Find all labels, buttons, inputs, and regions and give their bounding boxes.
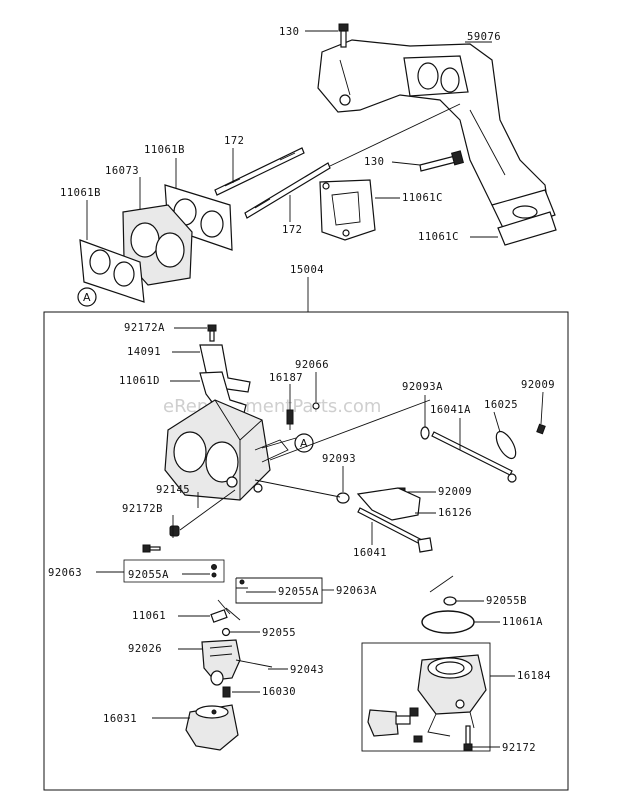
washer-92093	[336, 492, 350, 504]
bolt-130-top	[338, 23, 349, 48]
intake-manifold	[317, 39, 556, 233]
label-172-bottom: 172	[282, 224, 302, 236]
stud-172-bottom	[244, 162, 331, 219]
screw-92009-top	[536, 423, 546, 435]
part-92066	[312, 402, 320, 410]
screw-16030	[222, 686, 231, 698]
label-92055: 92055	[262, 627, 296, 639]
label-16041a: 16041A	[430, 404, 471, 416]
label-92026: 92026	[128, 643, 162, 655]
label-16030: 16030	[262, 686, 296, 698]
label-14091: 14091	[127, 346, 161, 358]
float-chamber-16031	[185, 704, 239, 751]
label-11061d: 11061D	[119, 375, 160, 387]
label-92055b: 92055B	[486, 595, 527, 607]
bolt-130-mid	[419, 150, 464, 172]
jet-92055a-right	[239, 579, 245, 585]
screw-92172b	[142, 544, 161, 553]
gasket-11061d	[199, 371, 247, 414]
label-92172a: 92172A	[124, 322, 165, 334]
throttle-plate-16025	[495, 430, 517, 460]
label-92055a-right: 92055A	[278, 586, 319, 598]
label-11061b-upper: 11061B	[144, 144, 185, 156]
spring-92145	[169, 525, 180, 537]
label-11061c-mid: 11061C	[402, 192, 443, 204]
label-16184: 16184	[517, 670, 551, 682]
label-92066: 92066	[295, 359, 329, 371]
washer-92093a	[420, 426, 430, 440]
label-92093: 92093	[322, 453, 356, 465]
screw-92172a	[207, 324, 217, 342]
gasket-11061b-lower	[79, 239, 145, 303]
label-11061a: 11061A	[502, 616, 543, 628]
ref-marker-a-top	[77, 287, 97, 307]
shaft-16041a	[431, 431, 517, 483]
ref-marker-a-top-label: A	[83, 291, 91, 304]
bowl-16184	[417, 654, 487, 737]
label-16041: 16041	[353, 547, 387, 559]
jet-92055a-left	[211, 564, 217, 570]
label-11061c-bot: 11061C	[418, 231, 459, 243]
label-16126: 16126	[438, 507, 472, 519]
solenoid-16184	[367, 707, 423, 743]
label-15004: 15004	[290, 264, 324, 276]
label-16031: 16031	[103, 713, 137, 725]
label-11061b-lower: 11061B	[60, 187, 101, 199]
washer-92055b	[443, 596, 457, 606]
label-92063a: 92063A	[336, 585, 377, 597]
gasket-11061	[210, 609, 228, 623]
oring-11061a	[421, 610, 475, 634]
group-92063-bracket	[123, 559, 225, 583]
label-92172b: 92172B	[122, 503, 163, 515]
label-92145: 92145	[156, 484, 190, 496]
label-16073: 16073	[105, 165, 139, 177]
label-16025: 16025	[484, 399, 518, 411]
label-130-mid: 130	[364, 156, 384, 168]
stud-172-top	[214, 147, 305, 196]
label-16187: 16187	[269, 372, 303, 384]
shaft-16041	[357, 507, 433, 553]
screw-16187	[286, 409, 294, 430]
label-130-top: 130	[279, 26, 299, 38]
label-92093a: 92093A	[402, 381, 443, 393]
subassembly-16184-frame	[361, 642, 491, 752]
jet-92055	[221, 627, 231, 637]
label-92009-mid: 92009	[438, 486, 472, 498]
label-59076: 59076	[467, 31, 501, 43]
gasket-11061c-bot	[497, 211, 557, 246]
label-92172: 92172	[502, 742, 536, 754]
ref-marker-a-inner	[294, 433, 314, 453]
carburetor-assembly-frame	[43, 311, 569, 791]
label-172-top: 172	[224, 135, 244, 147]
label-11061: 11061	[132, 610, 166, 622]
label-92063: 92063	[48, 567, 82, 579]
label-92055a-left: 92055A	[128, 569, 169, 581]
screw-92172	[463, 725, 473, 751]
float-bowl-92026	[201, 639, 241, 686]
label-92009-top: 92009	[521, 379, 555, 391]
label-92043: 92043	[290, 664, 324, 676]
pin-92043	[235, 659, 273, 668]
gasket-11061c-mid	[319, 179, 376, 241]
lever-16126	[356, 487, 421, 521]
insulator-16073	[122, 204, 193, 286]
carburetor-body	[164, 399, 289, 501]
ref-marker-a-inner-label: A	[300, 437, 308, 450]
